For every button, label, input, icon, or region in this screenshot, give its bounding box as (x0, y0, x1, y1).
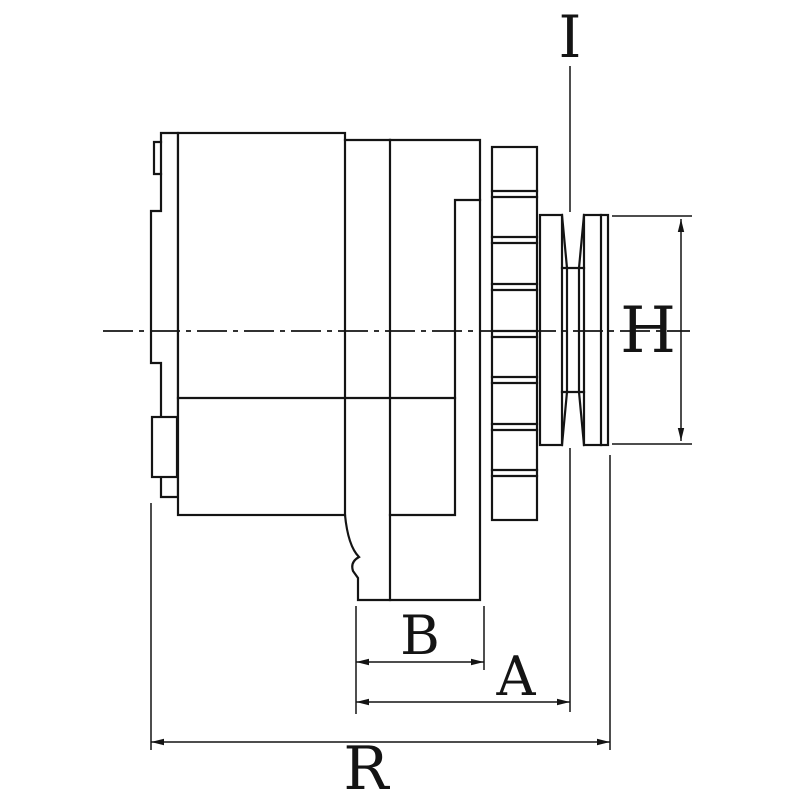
dimension-label-A: A (496, 645, 537, 708)
dimension-R: R (150, 455, 611, 800)
pulley-right-flange (582, 213, 610, 447)
pulley-groove-slant (577, 390, 586, 447)
rear-bracket-tab (152, 140, 163, 176)
pulley (538, 213, 610, 447)
front-bracket-outline (343, 138, 482, 602)
cooling-fan (490, 145, 539, 522)
front-bracket-step (388, 198, 482, 517)
dimension-label-B: B (400, 604, 440, 667)
dimension-H: H (612, 215, 692, 445)
pulley-left-flange (538, 213, 564, 447)
terminal-block (150, 415, 179, 479)
dimension-label-I: I (559, 3, 582, 71)
dimension-I: I (559, 3, 582, 712)
dimension-label-H: H (620, 294, 676, 368)
dimension-label-R: R (343, 734, 390, 800)
main-housing (176, 131, 347, 517)
dimension-B: B (355, 604, 485, 714)
dimension-A: A (356, 645, 570, 708)
alternator-body (149, 131, 482, 602)
rear-bracket-outline (149, 131, 180, 499)
fan-outline (490, 145, 539, 522)
pulley-groove-slant (560, 213, 569, 270)
pulley-groove-slant (560, 390, 569, 447)
pulley-groove-slant (577, 213, 586, 270)
